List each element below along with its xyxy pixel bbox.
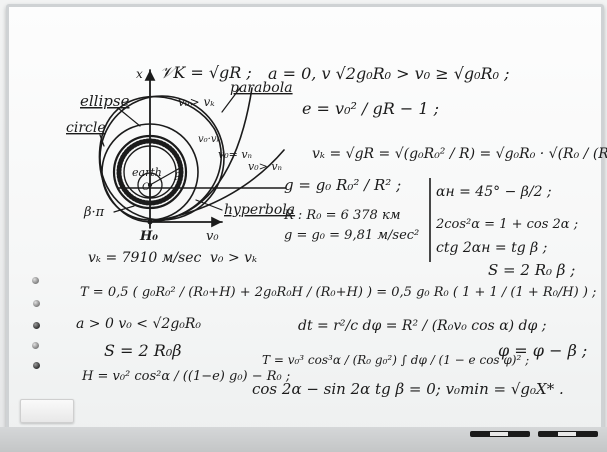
equation-line-6: g = g₀ = 9,81 м/sec²: [284, 228, 419, 243]
equation-line-10: S = 2 R₀β: [104, 341, 182, 360]
eraser[interactable]: [20, 399, 74, 423]
parabola-label: parabola: [230, 80, 293, 96]
parabola-pointer: [221, 87, 241, 113]
vk-formula-label: 𝒱K = √gR ;: [160, 63, 252, 82]
center-o-label: O: [142, 182, 150, 193]
r-label: R: [173, 172, 182, 183]
equation-line-12: cos 2α − sin 2α tg β = 0; v₀min = √g₀X* …: [252, 380, 564, 398]
marker-2-label: [558, 432, 576, 436]
center-point: [147, 182, 153, 188]
h0-point: [147, 219, 153, 225]
magnet-3[interactable]: [33, 322, 40, 329]
equation-line-11a: H = v₀² cos²α / ((1−e) g₀) − R₀ ;: [81, 369, 290, 384]
magnet-2[interactable]: [33, 300, 40, 307]
equation-line-3: vₖ = √gR = √(g₀R₀² / R) = √g₀R₀ · √(R₀ /…: [312, 146, 607, 162]
earth-center-circle: [137, 172, 163, 198]
h0-label: H₀: [139, 229, 158, 244]
large-ellipse-orbit: [98, 95, 222, 223]
equation-line-8a: T = 0,5 ( g₀R₀² / (R₀+H) + 2g₀R₀H / (R₀+…: [80, 285, 596, 300]
axis-x-label: x: [136, 67, 143, 81]
bracket-equation-3: ctg 2αн = tg β ;: [436, 240, 547, 256]
hyperbola-curve: [149, 149, 285, 223]
circle-label: circle: [66, 120, 106, 136]
equation-line-2: e = v₀² / gR − 1 ;: [302, 99, 439, 118]
equation-line-9a: a > 0 v₀ < √2g₀R₀: [76, 316, 201, 332]
equation-line-7b: v₀ > vₖ: [210, 250, 257, 266]
bracket-equation-2: 2cos²α = 1 + cos 2α ;: [435, 217, 578, 232]
equation-line-8b: S = 2 R₀ β ;: [488, 261, 575, 279]
earth-outer: [112, 134, 188, 210]
v0-gt-vn-label: v₀> vₙ: [248, 160, 282, 173]
b-pi-label: β·π: [83, 205, 105, 220]
earth-hatch: [116, 138, 184, 206]
ellipse-label: ellipse: [80, 92, 130, 110]
v0-eq-vn-label: v₀= vₙ: [218, 148, 252, 161]
earth-inner: [123, 145, 177, 199]
hyperbola-pointer: [195, 199, 223, 211]
v0-arrow-label: v₀: [206, 229, 219, 244]
equation-line-4: g = g₀ R₀² / R² ;: [284, 176, 401, 194]
magnet-1[interactable]: [32, 277, 39, 284]
whiteboard-surface: [9, 7, 601, 439]
equation-line-7: vₖ = 7910 м/sec: [88, 250, 202, 266]
orbit-diagram: [98, 69, 287, 229]
b-pi-pointer: [113, 205, 135, 213]
bracket-equation-1: αн = 45° − β/2 ;: [436, 184, 552, 200]
ellipse-pointer: [117, 107, 141, 127]
marker-1-label: [490, 432, 508, 436]
magnet-5[interactable]: [33, 362, 40, 369]
equation-line-11c: φ = φ − β ;: [498, 341, 587, 360]
marker-1[interactable]: [470, 431, 530, 437]
equation-line-5: R : R₀ = 6 378 км: [283, 208, 400, 223]
radius-line: [149, 167, 181, 186]
equation-line-11b: T = v₀³ cos³α / (R₀ g₀²) ∫ dφ / (1 − e c…: [262, 353, 529, 367]
v0-vk-radial-label: v₀·vₖ: [198, 134, 220, 145]
v0-gt-vk-label: v₀> vₖ: [178, 95, 215, 109]
magnet-4[interactable]: [32, 342, 39, 349]
equation-line-9b: dt = r²/c dφ = R² / (R₀v₀ cos α) dφ ;: [298, 318, 547, 334]
circle-pointer: [99, 134, 105, 147]
equation-line-1: a = 0, v √2g₀R₀ > v₀ ≥ √g₀R₀ ;: [268, 64, 509, 83]
marker-2[interactable]: [538, 431, 598, 437]
hyperbola-label: hyperbola: [224, 202, 295, 218]
earth-label: earth: [132, 166, 162, 179]
